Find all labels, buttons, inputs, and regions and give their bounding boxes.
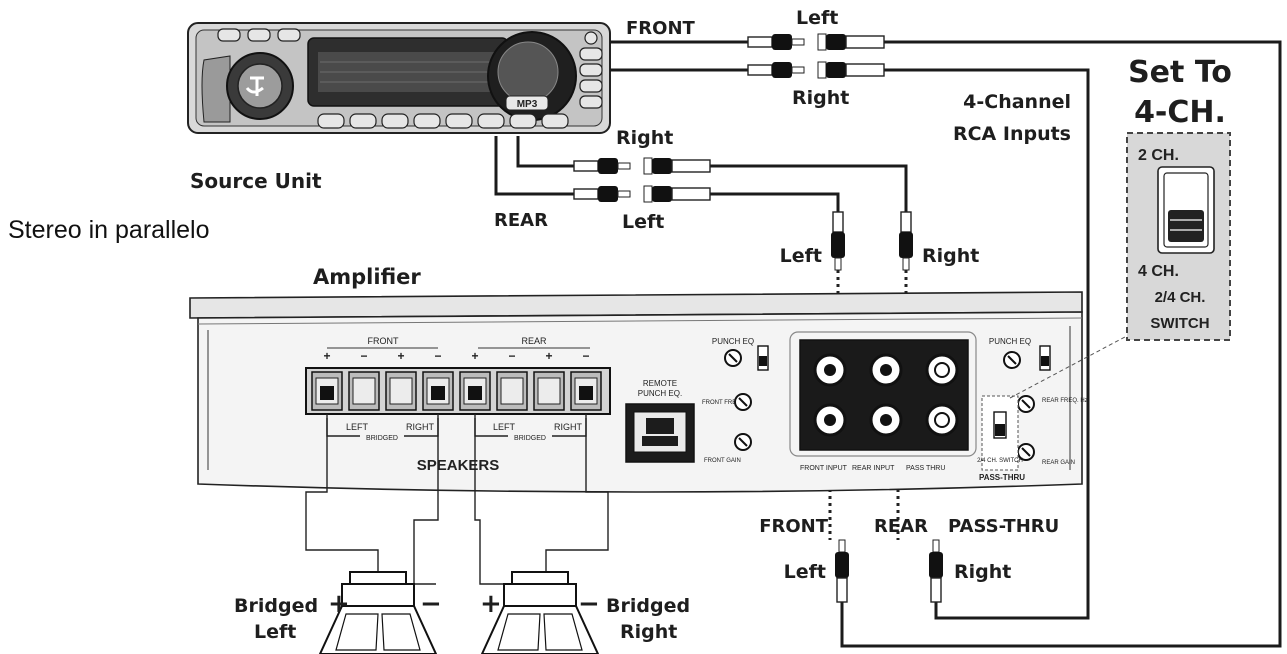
polarity-3: + bbox=[397, 349, 404, 363]
rca-plug-front-left bbox=[747, 33, 885, 51]
speaker-right-icon bbox=[480, 571, 600, 654]
rear-right-sub-label: RIGHT bbox=[554, 422, 583, 432]
rca-plug-rear-right bbox=[573, 157, 711, 175]
rca-input-panel bbox=[789, 331, 977, 457]
pass-thru-small-label: PASS THRU bbox=[906, 465, 945, 472]
right-plus-label: + bbox=[480, 589, 502, 619]
rear-bridged-label: BRIDGED bbox=[514, 435, 546, 442]
bridged-right-line2: Right bbox=[620, 621, 677, 643]
pass-thru-right-label: Right bbox=[954, 561, 1011, 583]
speaker-wires bbox=[305, 414, 609, 585]
front-input-jacks bbox=[813, 353, 847, 437]
amp-input-right-label: Right bbox=[922, 245, 979, 267]
polarity-5: + bbox=[471, 349, 478, 363]
pass-thru-jacks bbox=[925, 353, 959, 437]
rear-output-label: REAR bbox=[874, 516, 928, 537]
rear-input-jacks bbox=[869, 353, 903, 437]
rca-plug-front-right bbox=[747, 61, 885, 79]
rca-plug-passthru-right bbox=[929, 539, 943, 603]
polarity-8: − bbox=[582, 349, 589, 363]
switch-option-2ch: 2 CH. bbox=[1138, 147, 1179, 164]
pass-thru-output-label: PASS-THRU bbox=[948, 516, 1059, 537]
polarity-7: + bbox=[545, 349, 552, 363]
front-punch-eq-label: PUNCH EQ bbox=[712, 337, 754, 346]
right-minus-label: − bbox=[578, 589, 600, 619]
front-output-label: FRONT bbox=[759, 516, 829, 537]
rca-plug-amp-left bbox=[831, 211, 845, 271]
bridged-left-line1: Bridged bbox=[234, 595, 318, 617]
rear-left-label: Left bbox=[622, 211, 664, 233]
rca-plug-amp-right bbox=[899, 211, 913, 271]
switch-toggle-icon bbox=[1168, 210, 1204, 242]
left-plus-label: + bbox=[328, 589, 350, 619]
rear-right-label: Right bbox=[616, 127, 673, 149]
rear-freq-label: REAR FREQ. Hz bbox=[1042, 398, 1088, 404]
front-bridged-label: BRIDGED bbox=[366, 435, 398, 442]
front-right-sub-label: RIGHT bbox=[406, 422, 435, 432]
front-left-label: Left bbox=[796, 7, 838, 29]
source-unit-label: Source Unit bbox=[190, 169, 322, 193]
source-unit: MP3 bbox=[187, 22, 611, 134]
rca-inputs-line1: 4-Channel bbox=[963, 91, 1071, 113]
switch-name-2: SWITCH bbox=[1150, 315, 1209, 332]
bridged-left-line2: Left bbox=[254, 621, 296, 643]
rca-wires bbox=[494, 40, 1282, 648]
pass-thru-left-label: Left bbox=[784, 561, 826, 583]
front-label: FRONT bbox=[626, 18, 696, 39]
left-minus-label: − bbox=[420, 589, 442, 619]
rear-punch-eq-label: PUNCH EQ bbox=[989, 337, 1031, 346]
amplifier-label: Amplifier bbox=[313, 265, 421, 289]
switch-callout-title-1: Set To bbox=[1128, 55, 1232, 90]
amp-input-left-label: Left bbox=[780, 245, 822, 267]
rear-input-label: REAR INPUT bbox=[852, 465, 895, 472]
rear-gain-label: REAR GAIN bbox=[1042, 460, 1075, 466]
rear-label: REAR bbox=[494, 210, 548, 231]
remote-punch-eq-port bbox=[625, 403, 695, 463]
polarity-4: − bbox=[434, 349, 441, 363]
amp-pass-thru-label: PASS-THRU bbox=[979, 473, 1025, 482]
switch-callout bbox=[1126, 132, 1231, 341]
switch-name-1: 2/4 CH. bbox=[1155, 289, 1206, 306]
rear-left-sub-label: LEFT bbox=[493, 422, 516, 432]
rca-plug-rear-left bbox=[573, 185, 711, 203]
front-input-label: FRONT INPUT bbox=[800, 465, 848, 472]
remote-label-2: PUNCH EQ. bbox=[638, 389, 682, 398]
rca-inputs-line2: RCA Inputs bbox=[953, 123, 1071, 145]
amplifier: FRONT REAR + − + − + − + − LEFT RIGHT LE… bbox=[189, 291, 1088, 493]
bridged-right-line1: Bridged bbox=[606, 595, 690, 617]
caption: Stereo in parallelo bbox=[8, 216, 210, 244]
speaker-terminal-block bbox=[305, 367, 611, 415]
speakers-label: SPEAKERS bbox=[417, 457, 500, 474]
front-freq-label: FRONT FREQ. Hz bbox=[702, 400, 752, 406]
polarity-2: − bbox=[360, 349, 367, 363]
front-left-sub-label: LEFT bbox=[346, 422, 369, 432]
terminal-rear-label: REAR bbox=[521, 336, 547, 346]
switch-callout-title-2: 4-CH. bbox=[1134, 95, 1226, 130]
remote-label-1: REMOTE bbox=[643, 379, 677, 388]
switch-option-4ch: 4 CH. bbox=[1138, 263, 1179, 280]
rca-plug-passthru-left bbox=[835, 539, 849, 603]
mp3-badge: MP3 bbox=[517, 99, 538, 110]
amp-switch-label: 2/4 CH. SWITCH bbox=[977, 458, 1023, 464]
front-right-label: Right bbox=[792, 87, 849, 109]
polarity-1: + bbox=[323, 349, 330, 363]
polarity-6: − bbox=[508, 349, 515, 363]
front-gain-label: FRONT GAIN bbox=[704, 458, 741, 464]
speaker-left-icon bbox=[318, 571, 438, 654]
terminal-front-label: FRONT bbox=[368, 336, 399, 346]
